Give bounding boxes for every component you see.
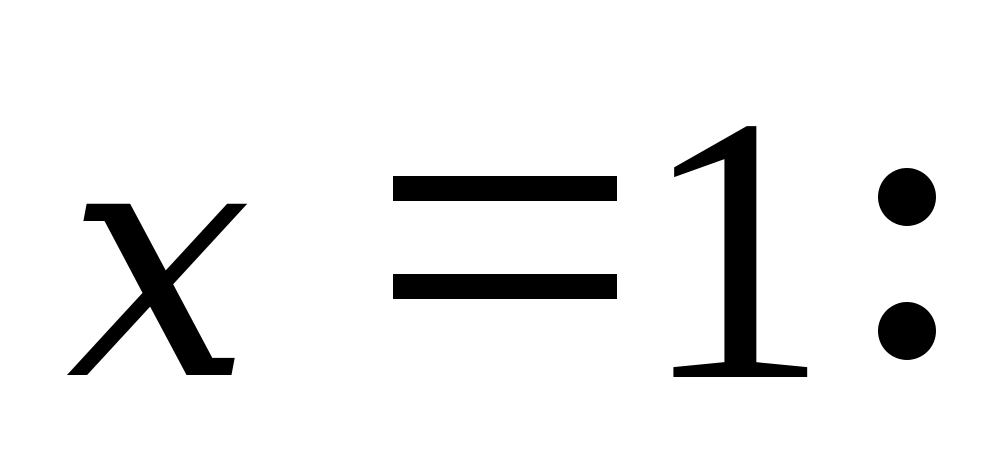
colon-top-dot	[878, 168, 936, 226]
colon-bottom-dot	[878, 302, 936, 360]
variable-x: x	[66, 69, 253, 453]
equals-top-bar	[393, 176, 617, 201]
equals-bottom-bar	[393, 274, 617, 299]
math-expression: x 1	[66, 39, 936, 460]
value-one: 1	[640, 39, 830, 460]
